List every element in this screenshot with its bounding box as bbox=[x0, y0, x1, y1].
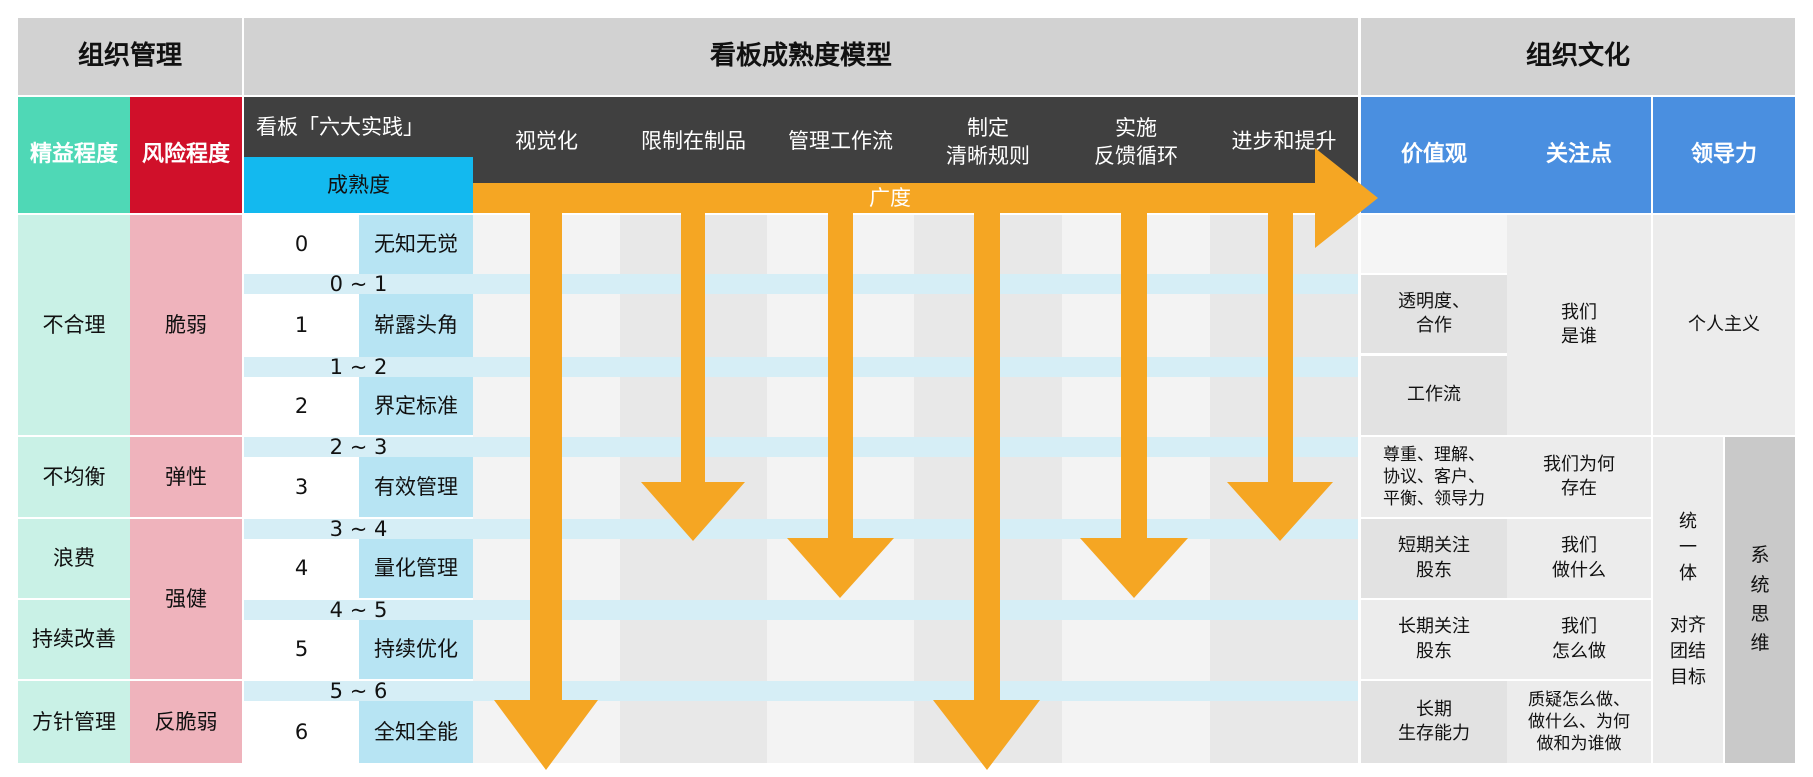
lean-row-waste: 浪费 bbox=[18, 519, 130, 598]
level-number: 0 bbox=[294, 232, 309, 257]
level-name: 全知全能 bbox=[359, 701, 473, 763]
level-name: 量化管理 bbox=[359, 539, 473, 598]
header-lean-degree: 精益程度 bbox=[18, 97, 130, 213]
focus-cell: 质疑怎么做、 做什么、为何 做和为谁做 bbox=[1507, 681, 1651, 763]
level-number: 1 bbox=[294, 313, 309, 338]
risk-row-fragile: 脆弱 bbox=[130, 215, 242, 435]
practice-limit-wip: 限制在制品 bbox=[641, 128, 746, 153]
header-risk-degree: 风险程度 bbox=[130, 97, 242, 213]
focus-cell: 我们为何 存在 bbox=[1507, 437, 1651, 517]
risk-row-robust: 强健 bbox=[130, 519, 242, 679]
lean-row-unreasonable: 不合理 bbox=[18, 215, 130, 435]
level-name: 界定标准 bbox=[359, 377, 473, 435]
transition-label: 0 ~ 1 bbox=[329, 271, 388, 296]
level-number: 4 bbox=[294, 556, 309, 581]
header-six-practices: 看板「六大实践」 bbox=[244, 97, 473, 157]
level-name: 崭露头角 bbox=[359, 294, 473, 357]
lean-row-uneven: 不均衡 bbox=[18, 437, 130, 517]
lean-row-hoshin: 方针管理 bbox=[18, 681, 130, 763]
level-number: 5 bbox=[294, 637, 309, 662]
header-org-culture: 组织文化 bbox=[1361, 18, 1795, 95]
value-cell: 长期关注 股东 bbox=[1361, 600, 1507, 679]
transition-label: 4 ~ 5 bbox=[329, 597, 388, 622]
value-cell: 长期 生存能力 bbox=[1361, 681, 1507, 763]
transition-label: 1 ~ 2 bbox=[329, 354, 388, 379]
header-values: 价值观 bbox=[1361, 97, 1507, 213]
practice-improve-evolve: 进步和提升 bbox=[1231, 128, 1337, 153]
leadership-individualism: 个人主义 bbox=[1653, 215, 1795, 435]
value-cell: 尊重、理解、 协议、客户、 平衡、领导力 bbox=[1361, 437, 1507, 517]
header-focus: 关注点 bbox=[1507, 97, 1651, 213]
value-cell: 工作流 bbox=[1361, 356, 1507, 435]
leadership-systems-thinking: 系 统 思 维 bbox=[1725, 437, 1795, 763]
practice-visualize: 视觉化 bbox=[515, 128, 578, 153]
transition-label: 3 ~ 4 bbox=[329, 516, 388, 541]
leadership-unity: 统 一 体 对齐 团结 目标 bbox=[1653, 437, 1723, 763]
value-cell: 短期关注 股东 bbox=[1361, 519, 1507, 598]
header-maturity: 成熟度 bbox=[244, 157, 473, 213]
transition-label: 2 ~ 3 bbox=[329, 434, 388, 459]
header-leadership: 领导力 bbox=[1653, 97, 1795, 213]
value-cell: 透明度、 合作 bbox=[1361, 275, 1507, 353]
practice-feedback-loops: 实施 反馈循环 bbox=[1094, 115, 1178, 168]
level-name: 有效管理 bbox=[359, 457, 473, 517]
lean-row-kaizen: 持续改善 bbox=[18, 600, 130, 679]
focus-cell: 我们 做什么 bbox=[1507, 519, 1651, 598]
level-number: 2 bbox=[294, 393, 309, 418]
risk-row-antifragile: 反脆弱 bbox=[130, 681, 242, 763]
breadth-label: 广度 bbox=[869, 185, 911, 210]
header-org-management: 组织管理 bbox=[18, 18, 242, 95]
focus-cell: 我们 怎么做 bbox=[1507, 600, 1651, 679]
header-kanban-model: 看板成熟度模型 bbox=[244, 18, 1358, 95]
transition-label: 5 ~ 6 bbox=[329, 678, 388, 703]
level-name: 无知无觉 bbox=[359, 215, 473, 274]
level-number: 3 bbox=[294, 474, 309, 499]
focus-cell: 我们 是谁 bbox=[1507, 215, 1651, 435]
values-empty bbox=[1361, 215, 1507, 273]
level-number: 6 bbox=[294, 719, 309, 744]
level-name: 持续优化 bbox=[359, 620, 473, 679]
risk-row-resilient: 弹性 bbox=[130, 437, 242, 517]
